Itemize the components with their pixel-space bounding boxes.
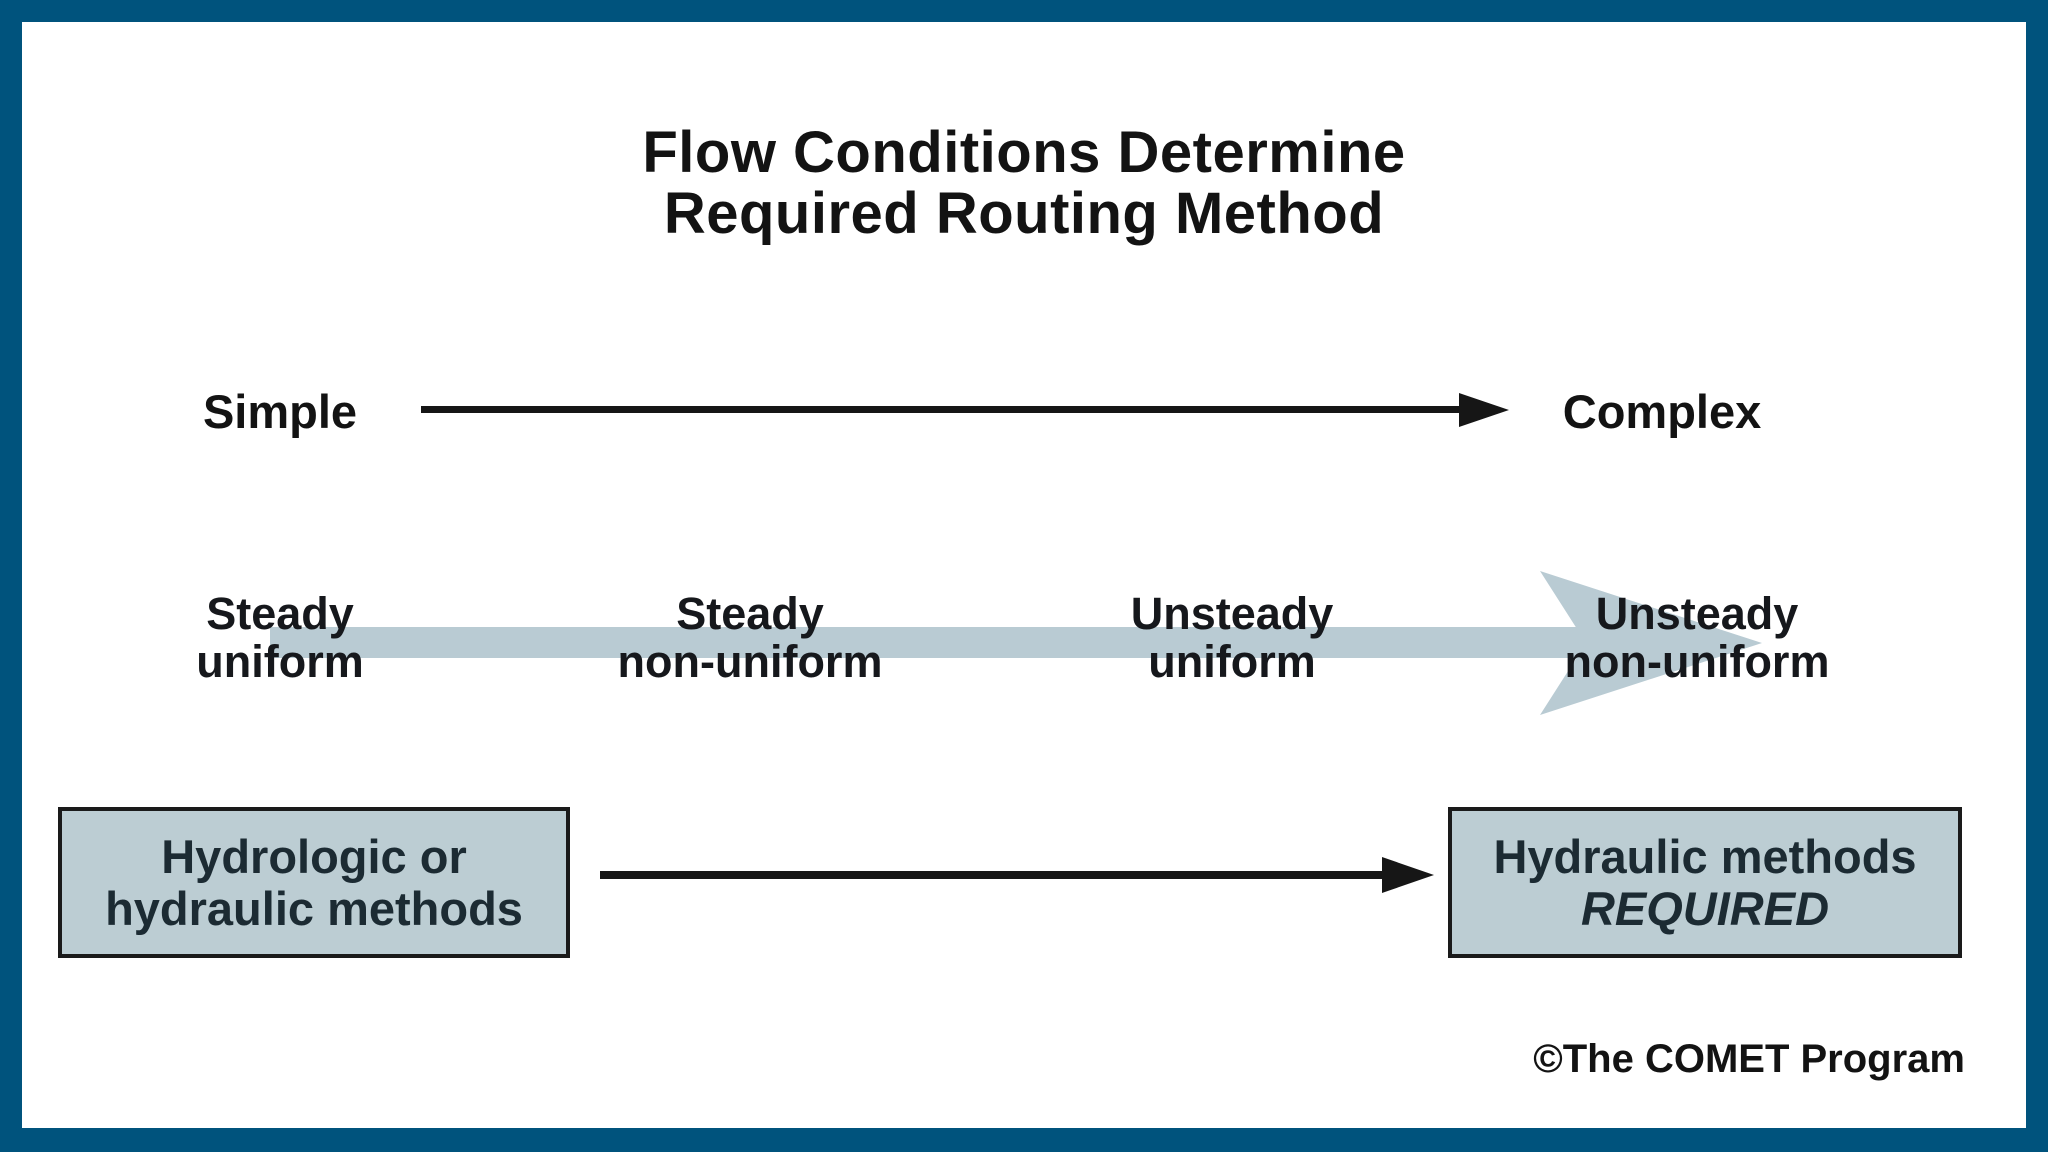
spectrum-complex-label: Complex — [1562, 385, 1762, 438]
spectrum-simple-label: Simple — [202, 385, 358, 438]
diagram-canvas: Flow Conditions Determine Required Routi… — [22, 22, 2026, 1128]
flow-condition-steady-uniform: Steady uniform — [196, 590, 363, 685]
hydrologic-methods-box: Hydrologic or hydraulic methods — [58, 807, 570, 958]
flow-gradient-arrowhead-icon — [1540, 571, 1762, 715]
hydraulic-methods-required-box: Hydraulic methods REQUIRED — [1448, 807, 1962, 958]
title-line-1: Flow Conditions Determine — [642, 120, 1406, 185]
simple-to-complex-arrow-line — [421, 406, 1466, 413]
flow-condition-unsteady-uniform: Unsteady uniform — [1131, 590, 1334, 685]
simple-to-complex-arrowhead-icon — [1459, 393, 1509, 427]
comet-program-credit: ©The COMET Program — [1533, 1037, 1965, 1081]
methods-arrowhead-icon — [1382, 857, 1434, 893]
flow-condition-label-line: uniform — [1148, 635, 1316, 687]
method-box-line: Hydrologic or — [161, 829, 467, 883]
method-box-required-line: REQUIRED — [1580, 881, 1830, 935]
flow-condition-label-line: Unsteady — [1130, 588, 1334, 639]
flow-condition-unsteady-non-uniform: Unsteady non-uniform — [1565, 590, 1830, 685]
method-box-line: Hydraulic methods — [1493, 829, 1917, 883]
diagram-title: Flow Conditions Determine Required Routi… — [642, 122, 1405, 245]
flow-condition-label-line: uniform — [196, 635, 364, 687]
flow-condition-label-line: Unsteady — [1595, 588, 1799, 639]
flow-condition-steady-non-uniform: Steady non-uniform — [618, 590, 883, 685]
flow-condition-label-line: non-uniform — [1564, 635, 1830, 687]
flow-condition-label-line: Steady — [676, 588, 824, 639]
method-box-line: hydraulic methods — [105, 881, 523, 935]
flow-condition-label-line: non-uniform — [617, 635, 883, 687]
flow-condition-label-line: Steady — [206, 588, 354, 639]
flow-gradient-arrow-band — [270, 627, 1600, 658]
methods-arrow-line — [600, 871, 1390, 879]
title-line-2: Required Routing Method — [663, 181, 1385, 247]
